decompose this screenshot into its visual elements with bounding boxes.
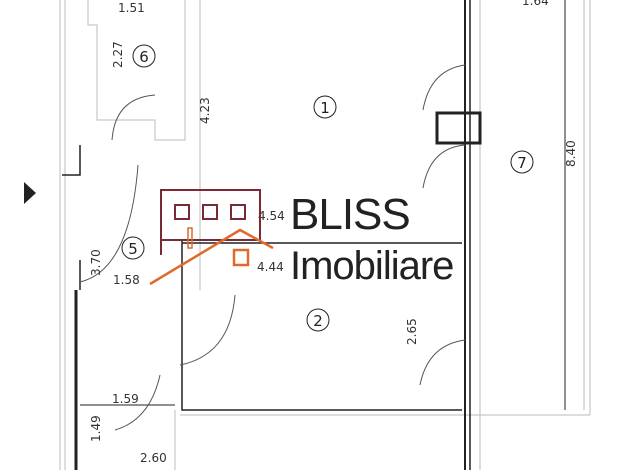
room-7-label: 7 [517, 154, 527, 172]
dim-lower-width: 1.59 [112, 392, 139, 406]
dim-room5-width: 1.58 [113, 273, 140, 287]
dim-room7-height: 8.40 [564, 140, 578, 167]
thin-walls [59, 0, 591, 470]
dim-room1-width: 4.54 [258, 209, 285, 223]
play-arrow-icon[interactable] [24, 182, 36, 204]
dim-bottom-width: 2.60 [140, 451, 167, 465]
dim-room2-height: 2.65 [405, 318, 419, 345]
door-swings [79, 64, 466, 431]
dim-top-right: 1.64 [522, 0, 549, 8]
dim-room2-width: 4.44 [257, 260, 284, 274]
dim-room1-height: 4.23 [198, 97, 212, 124]
walls [62, 0, 566, 470]
room-1-label: 1 [320, 99, 330, 117]
room-2-label: 2 [313, 312, 323, 330]
logo-text-bliss: BLISS [290, 190, 410, 239]
dim-top-left: 1.51 [118, 1, 145, 15]
logo-text-imobiliare: Imobiliare [290, 244, 453, 288]
dim-lower-height: 1.49 [89, 415, 103, 442]
dim-room6-height: 2.27 [111, 41, 125, 68]
room-labels [121, 44, 534, 332]
room-6-label: 6 [139, 48, 149, 66]
watermark-logo: BLISS Imobiliare [149, 189, 454, 288]
room-5-label: 5 [128, 240, 138, 258]
dim-room5-height: 3.70 [89, 249, 103, 276]
